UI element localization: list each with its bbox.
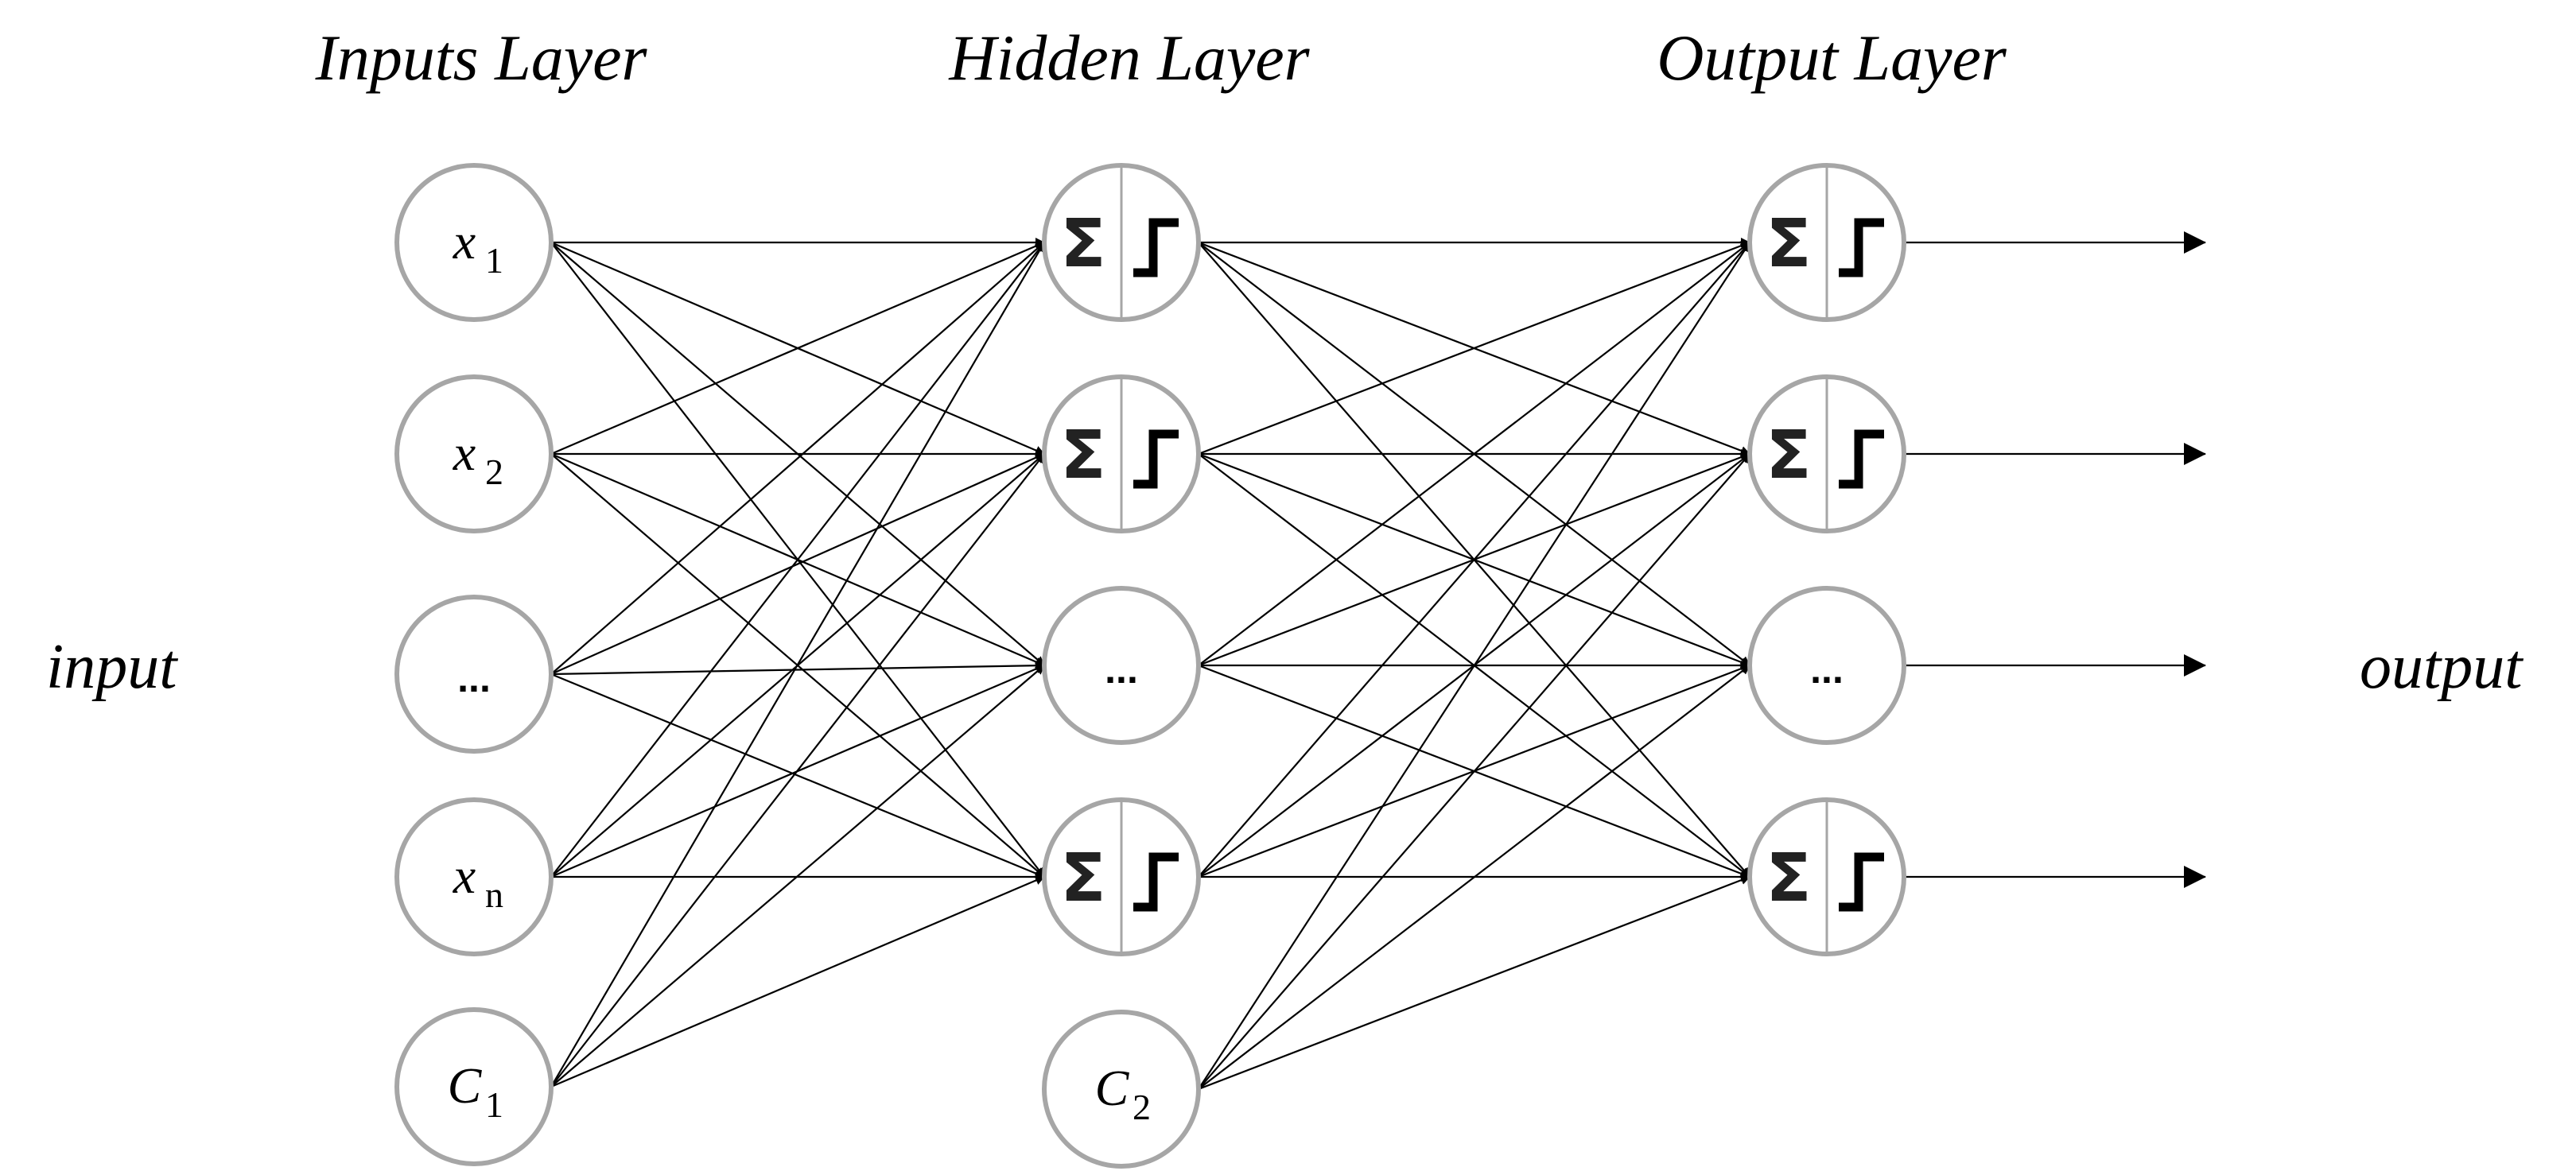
step-function-icon: [1839, 429, 1884, 489]
step-function-icon: [1133, 852, 1179, 912]
sigma-icon: Σ: [1060, 204, 1105, 282]
sigma-icon: Σ: [1766, 204, 1811, 282]
edge-h_dots-o1: [1198, 242, 1750, 666]
connections: [550, 231, 2206, 1091]
node-circle: [394, 1007, 554, 1166]
input-layer-title: Inputs Layer: [315, 21, 648, 94]
edge-c1-h1: [550, 242, 1045, 1088]
step-function-icon: [1839, 218, 1884, 277]
node-subscript-x1: 1: [485, 240, 503, 281]
edge-c2-o_dots: [1198, 665, 1750, 1090]
node-circle: [394, 163, 554, 322]
node-label-xn: x: [453, 847, 476, 904]
node-label-c1: C: [448, 1057, 483, 1114]
edge-h4-o1: [1198, 242, 1750, 878]
node-circle: [394, 797, 554, 956]
hidden-layer-title: Hidden Layer: [948, 21, 1310, 94]
node-circle: [394, 595, 554, 754]
step-function-icon: [1133, 429, 1179, 489]
node-subscript-c2: 2: [1133, 1087, 1151, 1127]
edge-xn-h1: [550, 242, 1045, 878]
node-label-c2: C: [1095, 1060, 1130, 1116]
edge-x_dots-h1: [550, 242, 1045, 675]
node-circle: [1042, 586, 1201, 745]
step-function-icon: [1839, 852, 1884, 912]
edge-x_dots-h2: [550, 452, 1045, 676]
sigma-icon: Σ: [1766, 416, 1811, 494]
edge-c1-h2: [550, 453, 1045, 1088]
ellipsis-o_dots: ...: [1810, 647, 1844, 692]
edge-x_dots-h4: [550, 673, 1045, 878]
node-subscript-c1: 1: [485, 1084, 503, 1125]
edge-c1-h4: [550, 875, 1045, 1088]
node-o2: Σ: [1747, 374, 1906, 533]
step-function-icon: [1133, 218, 1179, 277]
edge-c2-o2: [1198, 453, 1750, 1090]
edge-x2-h1: [550, 241, 1045, 456]
edge-h2-o1: [1198, 241, 1750, 456]
edge-c2-o1: [1198, 242, 1750, 1090]
output-side-label: output: [2360, 632, 2524, 702]
sigma-icon: Σ: [1060, 839, 1105, 917]
edge-c1-h_dots: [550, 665, 1045, 1088]
node-x_dots: ...: [394, 595, 554, 754]
node-circle: [1042, 1010, 1201, 1169]
ellipsis-h_dots: ...: [1105, 647, 1138, 692]
node-o1: Σ: [1747, 163, 1906, 322]
edge-x_dots-h_dots: [550, 661, 1045, 676]
output-layer-title: Output Layer: [1657, 21, 2007, 94]
node-circle: [394, 374, 554, 533]
node-h1: Σ: [1042, 163, 1201, 322]
node-o4: Σ: [1747, 797, 1906, 956]
node-label-x2: x: [453, 425, 476, 481]
ellipsis-x_dots: ...: [457, 656, 491, 700]
node-o_dots: ...: [1747, 586, 1906, 745]
node-h2: Σ: [1042, 374, 1201, 533]
node-subscript-xn: n: [485, 874, 503, 915]
node-circle: [1747, 586, 1906, 745]
input-side-label: input: [46, 632, 178, 702]
edge-c2-o4: [1198, 875, 1750, 1091]
node-h_dots: ...: [1042, 586, 1201, 745]
sigma-icon: Σ: [1766, 839, 1811, 917]
node-label-x1: x: [453, 213, 476, 269]
node-h4: Σ: [1042, 797, 1201, 956]
node-subscript-x2: 2: [485, 452, 503, 492]
sigma-icon: Σ: [1060, 416, 1105, 494]
